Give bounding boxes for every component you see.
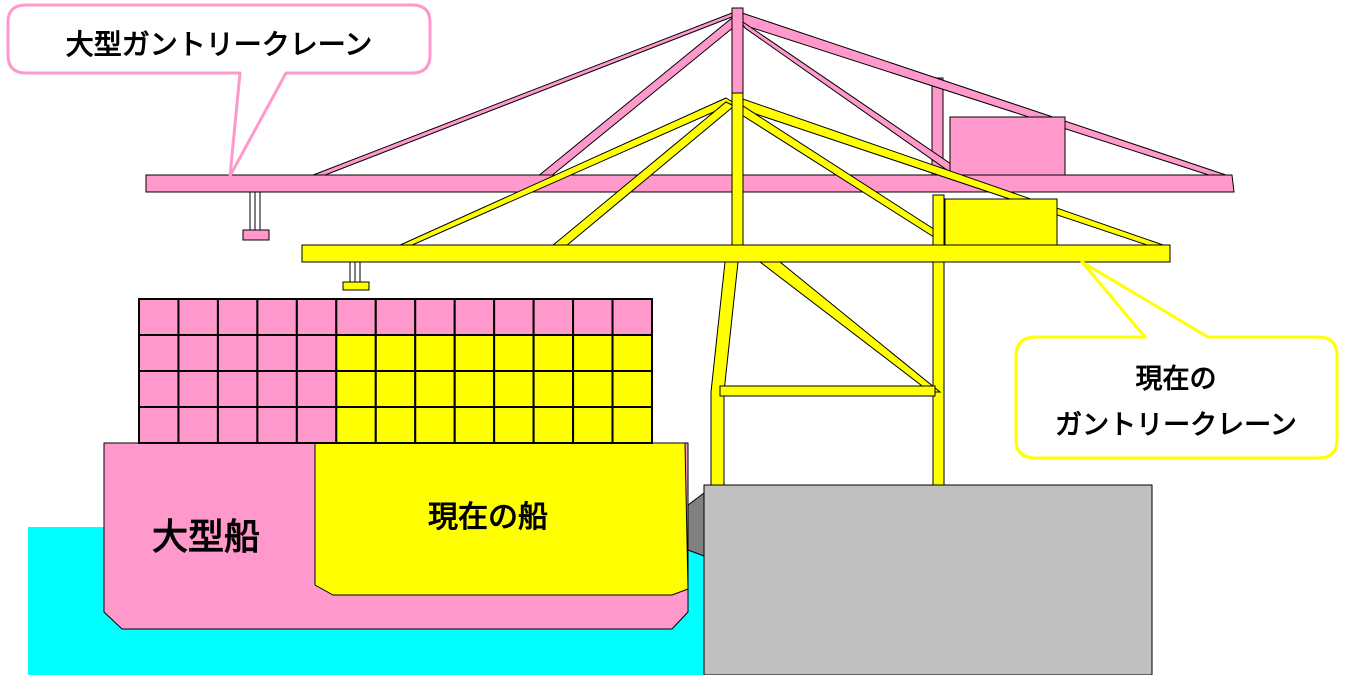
container-box [532,298,575,336]
current-crane-boom [301,244,1171,263]
container-box [138,406,180,444]
container-box [414,298,456,336]
container-box [572,370,614,408]
container-box [532,334,575,372]
current-crane-stay [397,97,736,247]
container-box [572,334,614,372]
current-crane-label-line2: ガントリークレーン [1055,410,1297,441]
container-box [493,406,535,444]
container-box [216,298,259,336]
container-box [611,334,653,372]
current-crane-mast [731,92,744,247]
container-box [532,406,575,444]
large-crane-spreader [242,229,270,241]
container-box [138,298,180,336]
container-box [335,298,377,336]
container-box [216,370,259,408]
container-box [256,370,298,408]
container-box [453,370,496,408]
container-box [138,334,180,372]
container-box [256,406,298,444]
container-box [493,298,535,336]
container-box [493,370,535,408]
large-ship-label: 大型船 [152,517,260,558]
current-crane-rear-leg [932,194,945,488]
container-stack [138,298,653,444]
container-box [414,406,456,444]
large-crane-callout [6,3,432,178]
container-box [295,334,338,372]
container-box [177,370,219,408]
container-box [493,334,535,372]
current-ship-hull [314,442,689,596]
container-box [216,406,259,444]
container-box [572,406,614,444]
container-box [256,298,298,336]
current-crane-label-line1: 現在の [1136,364,1217,395]
current-crane-brace [758,261,942,393]
container-box [374,334,417,372]
current-ship-label: 現在の船 [428,500,548,535]
container-box [295,298,338,336]
container-box [335,406,377,444]
quay-ramp [687,492,705,557]
container-box [216,334,259,372]
container-box [414,334,456,372]
container-box [453,298,496,336]
container-box [611,298,653,336]
container-box [453,334,496,372]
quay [703,484,1153,675]
container-box [532,370,575,408]
large-crane-stay [535,17,741,178]
current-crane-machinery-house [944,198,1058,246]
container-box [335,370,377,408]
container-box [177,298,219,336]
current-crane-callout [1014,260,1339,460]
large-crane-machinery-house [949,116,1066,179]
container-box [177,334,219,372]
large-crane-boom [145,174,1235,193]
large-crane-label: 大型ガントリークレーン [66,28,373,61]
current-crane-spreader [342,281,370,291]
container-box [572,298,614,336]
container-box [295,406,338,444]
container-box [138,370,180,408]
current-crane-stay [550,101,735,247]
container-box [335,334,377,372]
container-box [374,298,417,336]
container-box [611,406,653,444]
container-box [374,370,417,408]
container-box [256,334,298,372]
container-box [177,406,219,444]
container-box [374,406,417,444]
container-box [414,370,456,408]
current-crane-tie [719,385,936,397]
container-box [453,406,496,444]
current-gantry-crane [301,92,1171,488]
container-box [611,370,653,408]
container-box [295,370,338,408]
current-crane-front-leg [710,261,739,488]
